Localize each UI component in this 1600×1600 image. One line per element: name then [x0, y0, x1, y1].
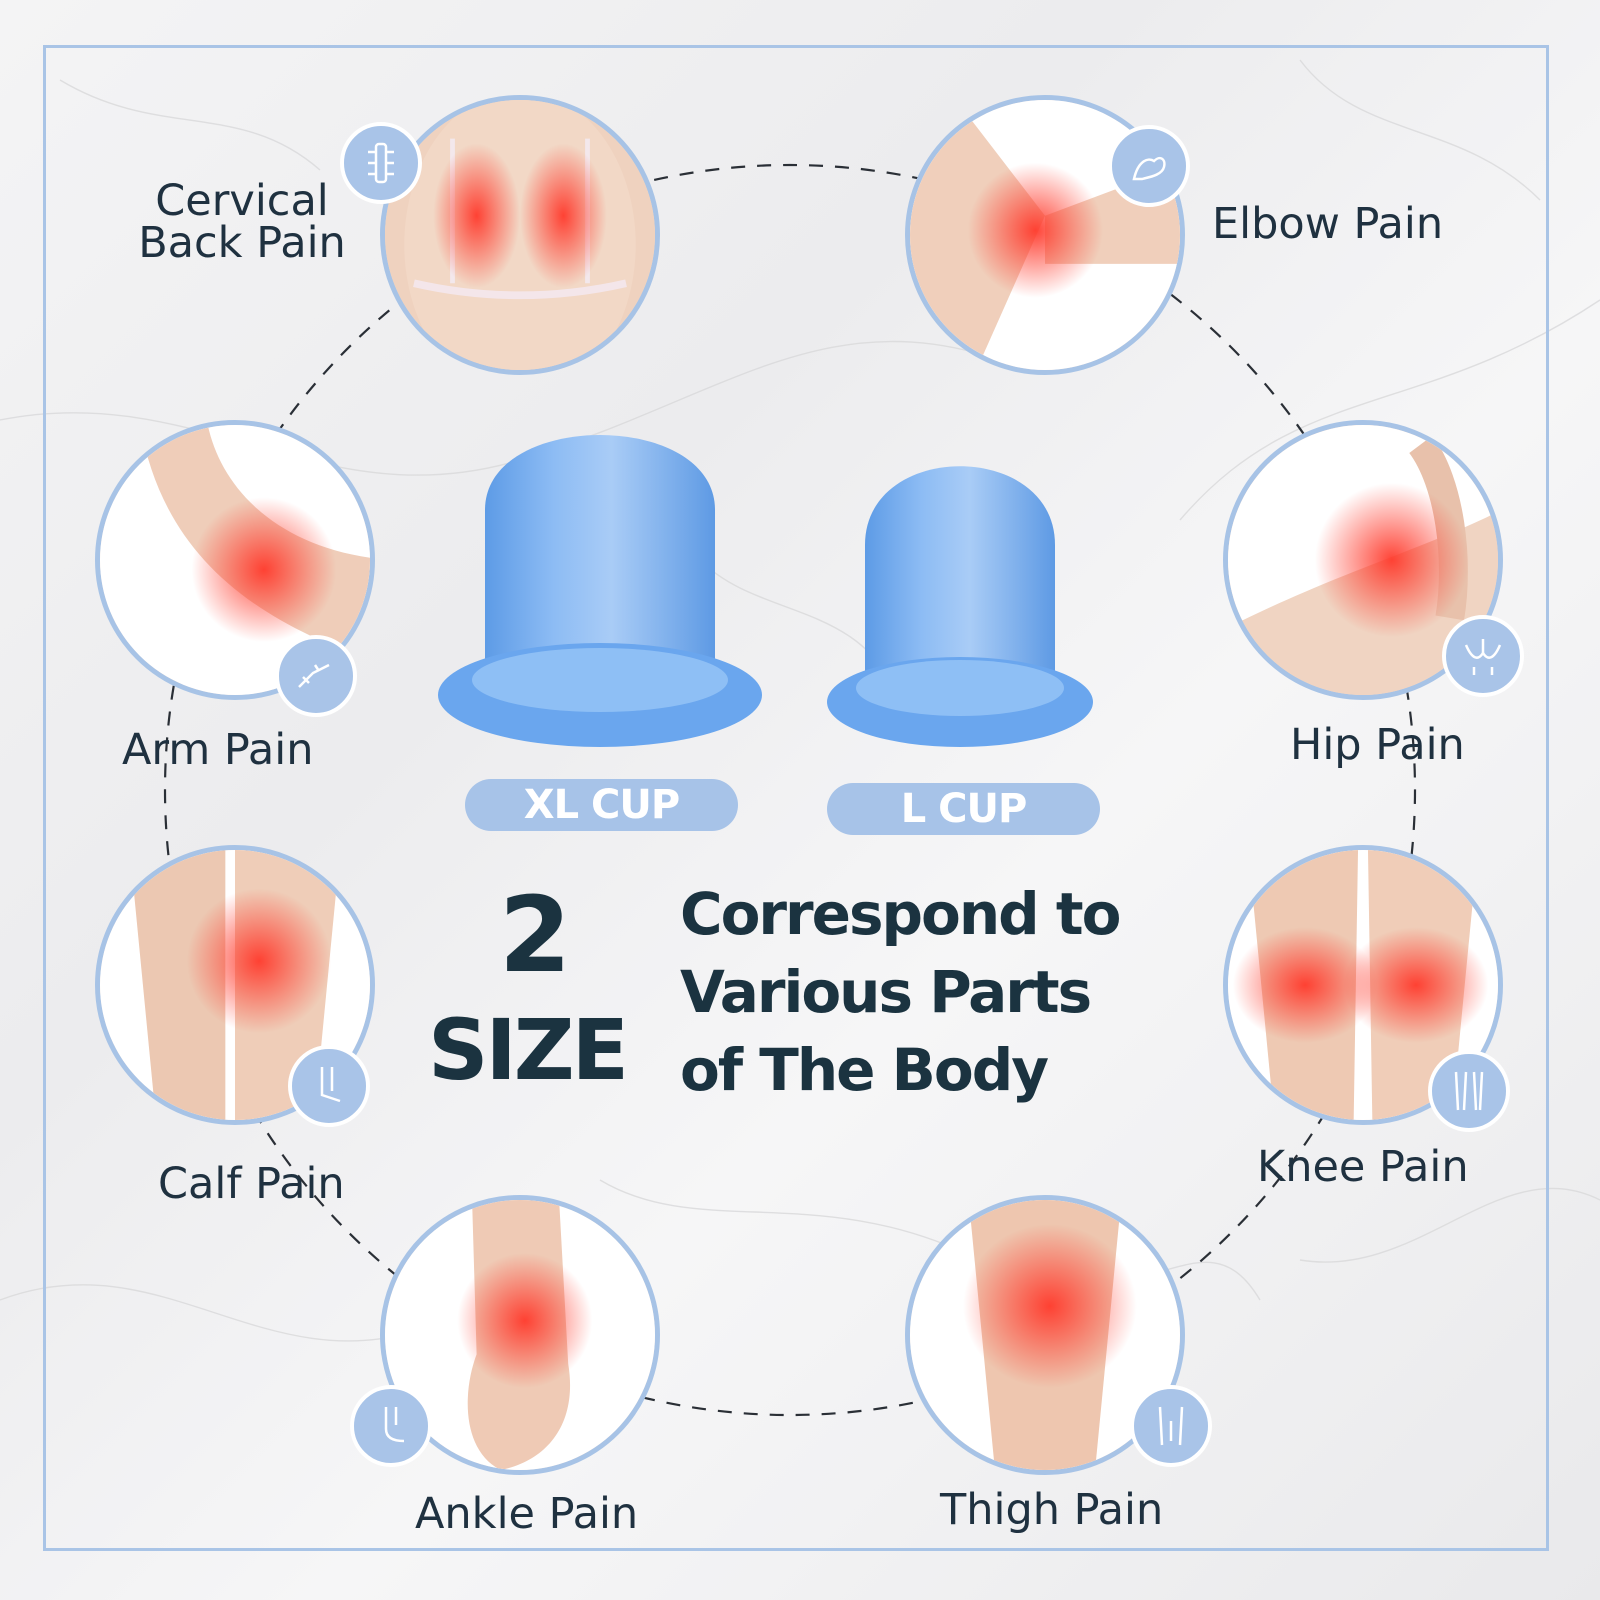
xl-cup-label: XL CUP: [465, 779, 738, 831]
knee-icon: [1428, 1050, 1510, 1132]
headline-line-1: Correspond to: [680, 880, 1121, 948]
headline-line-2: Various Parts: [680, 958, 1092, 1026]
cervical-label-line-1: Cervical: [155, 176, 329, 226]
arm-icon: [275, 635, 357, 717]
cervical-label-line-2: Back Pain: [138, 218, 346, 268]
headline-line-3: of The Body: [680, 1036, 1049, 1104]
border-frame: [43, 45, 1549, 1551]
back-pain-photo: [380, 95, 660, 375]
headline-text: Correspond to Various Parts of The Body: [680, 875, 1200, 1109]
knee-pain-photo: [1223, 845, 1503, 1125]
calf-pain-label: Calf Pain: [158, 1159, 345, 1209]
elbow-pain-label: Elbow Pain: [1212, 199, 1444, 249]
size-count: 2: [498, 874, 572, 996]
cervical-back-pain-label: Cervical Back Pain: [132, 176, 352, 268]
muscle-arm-icon: [1108, 125, 1190, 207]
thigh-icon: [1130, 1385, 1212, 1467]
pelvis-icon: [1442, 615, 1524, 697]
arm-pain-label: Arm Pain: [122, 725, 314, 775]
l-cup-label: L CUP: [827, 783, 1100, 835]
spine-icon: [340, 122, 422, 204]
xl-cup-image: [438, 435, 762, 747]
knee-pain-label: Knee Pain: [1257, 1142, 1469, 1192]
thigh-pain-label: Thigh Pain: [940, 1485, 1164, 1535]
ankle-pain-label: Ankle Pain: [415, 1489, 639, 1539]
l-cup-image: [827, 466, 1093, 747]
leg-icon: [288, 1045, 370, 1127]
hip-pain-label: Hip Pain: [1290, 720, 1465, 770]
size-word: SIZE: [428, 1001, 629, 1099]
ankle-icon: [350, 1385, 432, 1467]
